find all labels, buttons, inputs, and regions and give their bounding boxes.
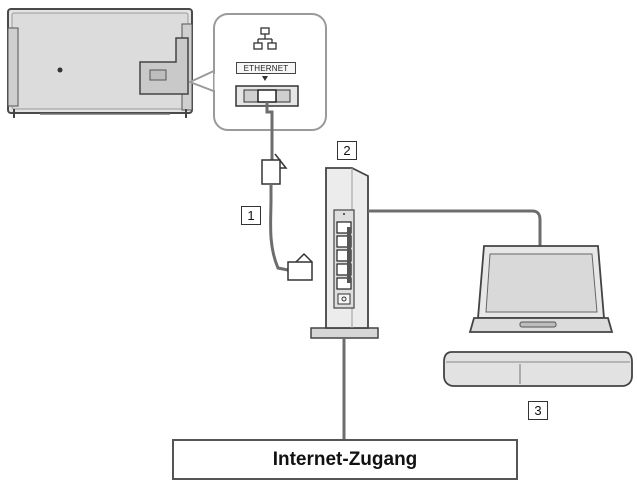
callout-pointer — [189, 69, 217, 93]
callout-1-text: 1 — [247, 208, 255, 223]
router-power-button — [337, 293, 351, 305]
internet-access-box: Internet-Zugang — [172, 439, 518, 480]
cable-1-mid-segment — [269, 184, 289, 272]
router-port-plugs — [347, 227, 351, 283]
callout-2-text: 2 — [343, 143, 351, 158]
rj45-clip-bottom — [295, 252, 313, 263]
tv-screw — [57, 67, 63, 73]
router-port-5 — [336, 277, 352, 290]
router-ports — [336, 221, 352, 290]
ethernet-label-text: ETHERNET — [243, 63, 289, 73]
internet-access-label: Internet-Zugang — [272, 448, 418, 470]
arrow-down-icon — [262, 76, 268, 81]
cable-1-top-segment — [265, 102, 274, 160]
callout-3-text: 3 — [534, 403, 542, 418]
cable-1 — [261, 102, 313, 281]
tv-rear-view — [7, 8, 193, 118]
laptop-screen — [485, 253, 598, 313]
power-icon — [341, 296, 347, 302]
network-icon — [253, 27, 277, 50]
laptop — [468, 245, 614, 333]
recorder-device — [443, 351, 633, 387]
callout-2: 2 — [337, 141, 357, 160]
router — [310, 167, 379, 339]
rj45-plug-bottom — [287, 261, 313, 281]
tv-left-bracket — [7, 27, 19, 107]
recorder-body — [443, 351, 633, 387]
tv-lan-port — [149, 69, 167, 81]
cable-router-to-laptop — [368, 209, 542, 246]
rj45-clip-top — [274, 153, 288, 169]
ethernet-port — [257, 89, 277, 103]
laptop-touchpad — [519, 321, 557, 328]
router-base — [310, 327, 379, 339]
rj45-plug-top — [261, 159, 281, 185]
callout-1: 1 — [241, 206, 261, 225]
router-led — [343, 213, 345, 215]
ethernet-label: ETHERNET — [236, 62, 296, 74]
callout-3: 3 — [528, 401, 548, 420]
